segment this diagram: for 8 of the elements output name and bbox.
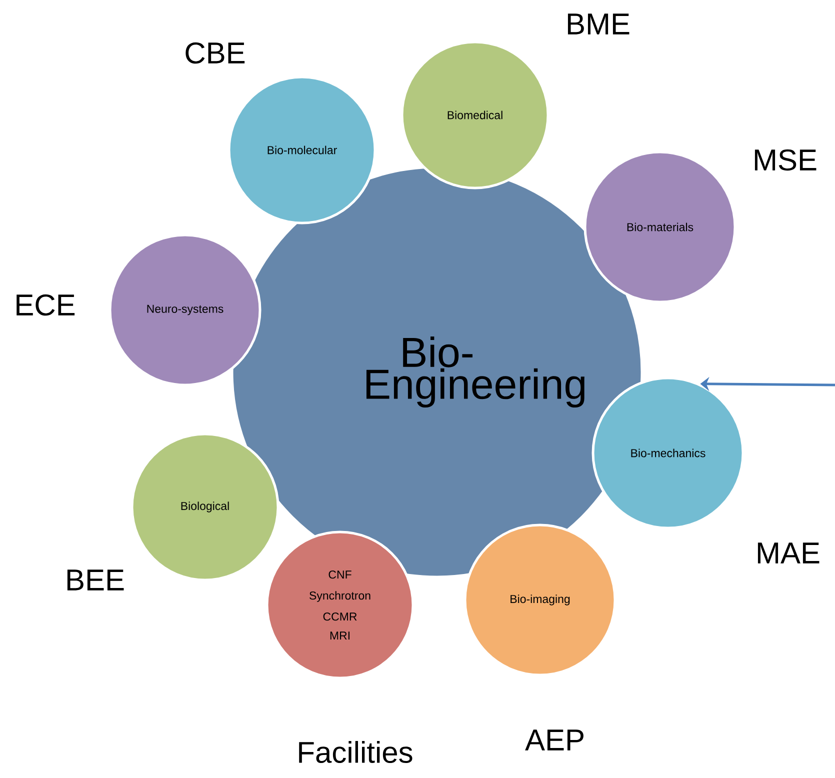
outer-label: BME [568,14,630,34]
outer-label: MAE [758,542,820,564]
outer-label: MSE [754,149,816,171]
outer-label: Facilities [299,740,412,764]
outer-label: AEP [525,730,584,750]
outer-label: BEE [67,570,124,590]
outer-label: CBE [186,42,245,64]
outer-label: ECE [16,294,75,316]
